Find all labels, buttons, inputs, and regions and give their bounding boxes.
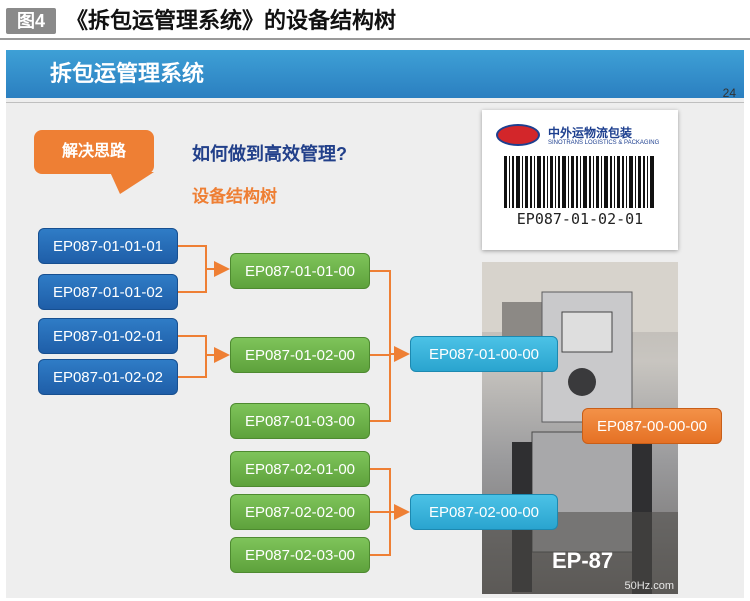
- company-logo: [496, 124, 540, 146]
- page-number: 24: [722, 86, 736, 100]
- tree-node-l2: EP087-01-00-00: [410, 336, 558, 372]
- connector-l4-4: [178, 347, 230, 378]
- barcode: [504, 156, 654, 208]
- connector-l3-1: [370, 270, 391, 354]
- company-name: 中外运物流包装: [548, 126, 633, 140]
- connector-l4-1: [178, 245, 207, 269]
- slide-title: 拆包运管理系统: [6, 50, 744, 98]
- tree-node-l3: EP087-02-01-00: [230, 451, 370, 487]
- figure-title: 《拆包运管理系统》的设备结构树: [66, 8, 397, 33]
- company-name-en: SINOTRANS LOGISTICS & PACKAGING: [548, 140, 660, 146]
- tree-node-l3: EP087-01-01-00: [230, 253, 370, 289]
- connector-l4-3: [178, 335, 207, 355]
- question-text: 如何做到高效管理?: [192, 144, 347, 164]
- barcode-label-card: 中外运物流包装 SINOTRANS LOGISTICS & PACKAGING: [482, 110, 678, 250]
- machine-illustration: [482, 262, 678, 594]
- tree-node-l3: EP087-02-03-00: [230, 537, 370, 573]
- slide-divider: [6, 102, 744, 103]
- barcode-number: EP087-01-02-01: [516, 210, 644, 228]
- tree-node-l3: EP087-01-03-00: [230, 403, 370, 439]
- caption-divider: [0, 38, 750, 40]
- tree-node-l3: EP087-02-02-00: [230, 494, 370, 530]
- tree-node-l4: EP087-01-02-01: [38, 318, 178, 354]
- tree-node-l4: EP087-01-01-01: [38, 228, 178, 264]
- connector-l3-4: [370, 468, 391, 512]
- tree-node-l4: EP087-01-02-02: [38, 359, 178, 395]
- connector-l4-2: [178, 261, 230, 293]
- tree-node-root: EP087-00-00-00: [582, 408, 722, 444]
- figure-number-badge: 图4: [6, 8, 56, 34]
- slide: 拆包运管理系统 24 解决思路 如何做到高效管理? 设备结构树: [6, 50, 744, 598]
- photo-label: EP-87: [552, 548, 614, 573]
- callout-box: 解决思路: [34, 130, 154, 174]
- connector-l3-6: [370, 512, 391, 556]
- tree-node-l2: EP087-02-00-00: [410, 494, 558, 530]
- tree-node-l4: EP087-01-01-02: [38, 274, 178, 310]
- connector-l3-3: [370, 346, 410, 422]
- watermark: 50Hz.com: [624, 580, 674, 592]
- tree-node-l3: EP087-01-02-00: [230, 337, 370, 373]
- tree-title: 设备结构树: [192, 187, 277, 206]
